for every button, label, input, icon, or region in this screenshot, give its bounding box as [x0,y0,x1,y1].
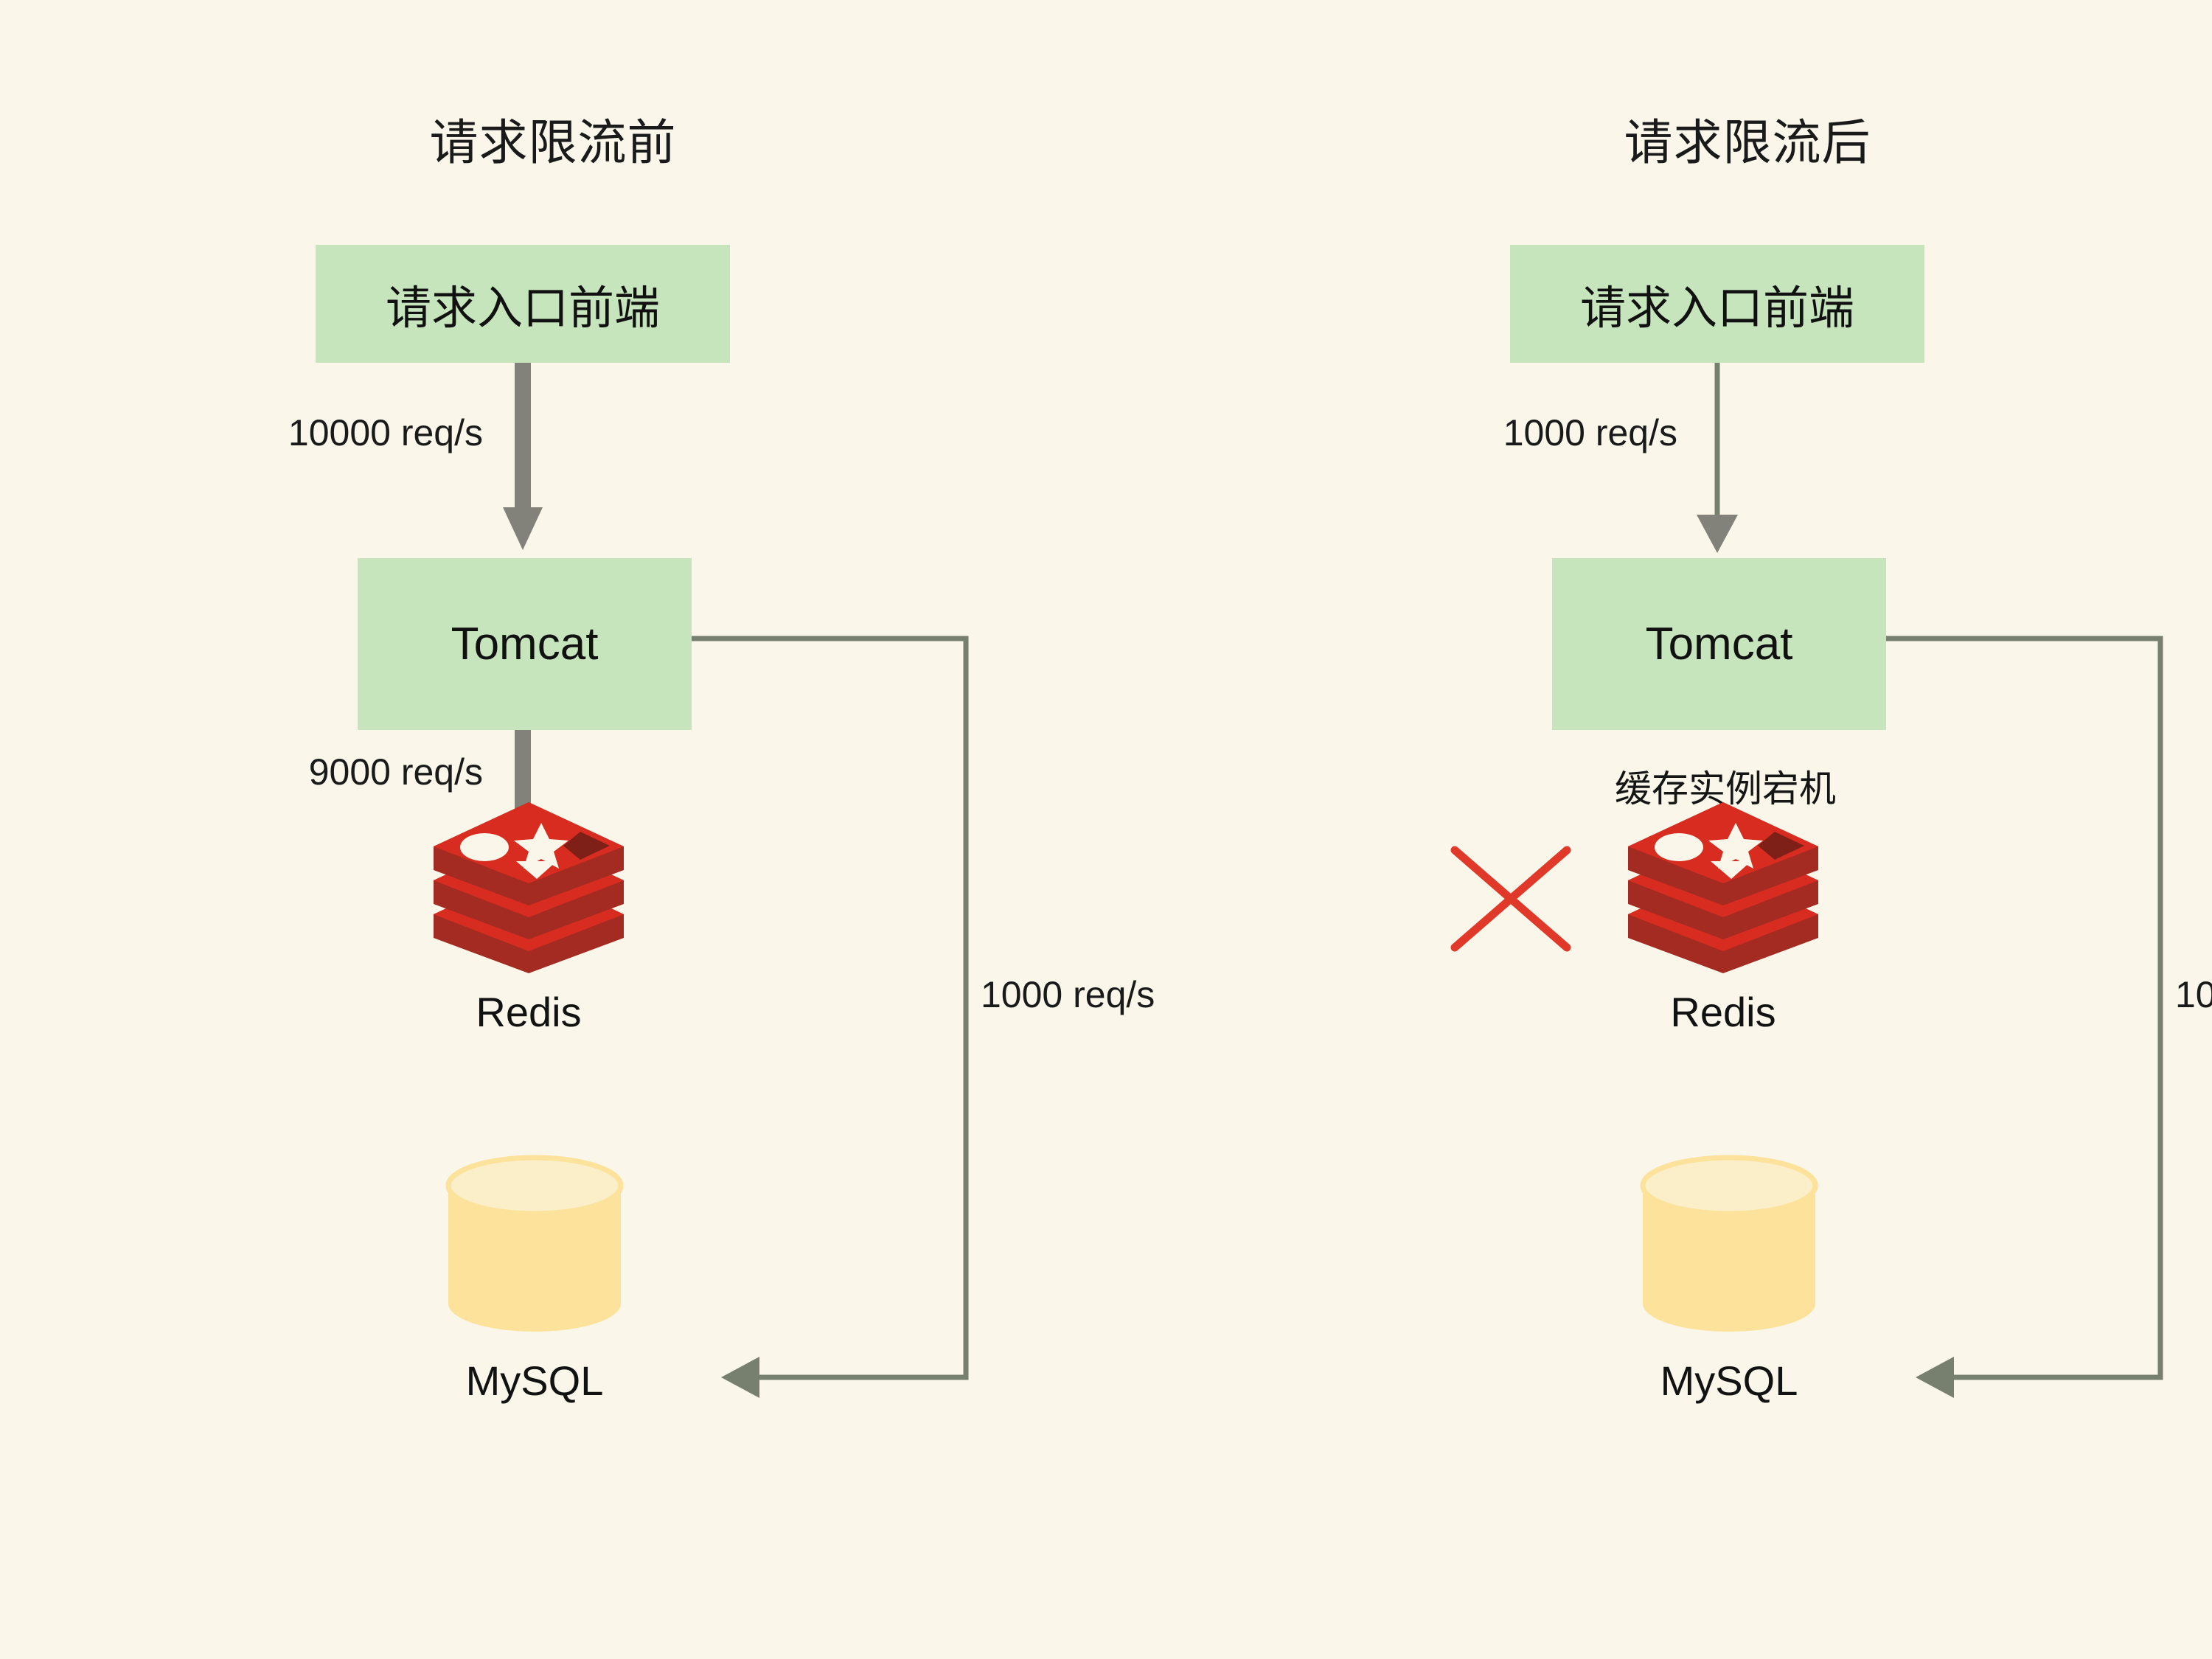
node-label-mysql-before: MySQL [465,1357,604,1404]
panel-before-title: 请求限流前 [429,115,677,170]
panel-before: 请求限流前 请求入口前端 10000 req/s Tomcat 9000 req… [221,103,1155,1504]
node-frontend-after[interactable]: 请求入口前端 [1510,245,1924,363]
red-cross-icon-after [1450,846,1571,952]
edge-tomcat-to-mysql-after [1886,636,2163,1398]
database-cylinder-icon-after [1640,1155,1818,1332]
node-frontend-before[interactable]: 请求入口前端 [316,245,730,363]
edge-tomcat-to-mysql-before [692,636,969,1398]
redis-logo-icon-before [434,802,624,973]
edge-label-frontend-to-tomcat-before: 10000 req/s [288,412,483,453]
node-label-redis-after: Redis [1670,989,1776,1035]
edge-frontend-to-tomcat-after [1697,363,1738,553]
node-label-redis-before: Redis [476,989,582,1035]
edge-label-frontend-to-tomcat-after: 1000 req/s [1503,412,1677,453]
edge-label-tomcat-to-mysql-before: 1000 req/s [981,974,1155,1015]
database-cylinder-icon-before [445,1155,624,1332]
node-label-mysql-after: MySQL [1660,1357,1798,1404]
redis-logo-icon-after [1628,802,1818,973]
panel-after-title: 请求限流后 [1624,115,1871,170]
node-tomcat-before[interactable]: Tomcat [358,558,692,730]
edge-label-tomcat-to-mysql-after: 1000 req/s [2175,974,2212,1015]
redis-down-label-after: 缓存实例宕机 [1615,768,1836,810]
edge-frontend-to-tomcat-before [503,363,543,550]
panel-after: 请求限流后 请求入口前端 1000 req/s Tomcat 缓存实例宕机 [1416,103,2212,1504]
edge-label-tomcat-to-redis-before: 9000 req/s [308,751,483,793]
node-tomcat-after[interactable]: Tomcat [1552,558,1886,730]
